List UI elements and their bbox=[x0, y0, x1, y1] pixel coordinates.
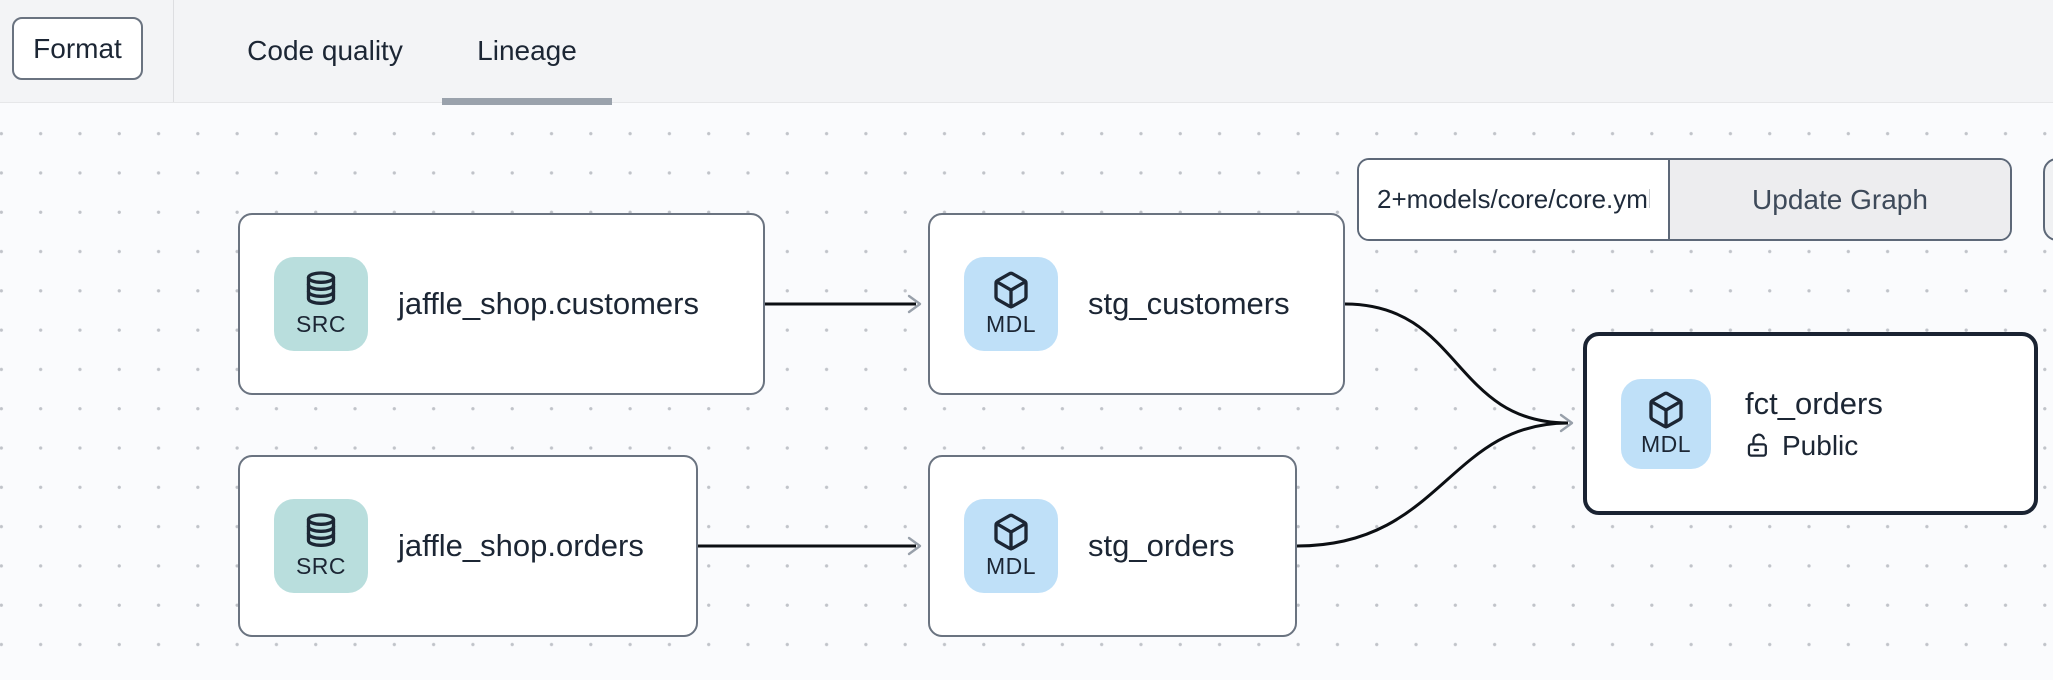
access-row: Public bbox=[1745, 430, 1883, 462]
database-icon bbox=[306, 271, 336, 306]
node-fct-orders[interactable]: MDL fct_orders Public bbox=[1583, 332, 2038, 515]
node-jaffle-shop-customers[interactable]: SRC jaffle_shop.customers bbox=[238, 213, 765, 395]
source-badge: SRC bbox=[274, 257, 368, 351]
source-badge: SRC bbox=[274, 499, 368, 593]
node-jaffle-shop-orders[interactable]: SRC jaffle_shop.orders bbox=[238, 455, 698, 637]
clipped-toolbar-button[interactable] bbox=[2043, 158, 2053, 241]
node-stg-customers[interactable]: MDL stg_customers bbox=[928, 213, 1345, 395]
active-tab-indicator bbox=[442, 98, 612, 105]
edge-stgcustomers-to-fct bbox=[1344, 302, 1569, 425]
model-badge: MDL bbox=[964, 257, 1058, 351]
edge-stgorders-to-fct bbox=[1296, 421, 1569, 548]
model-badge: MDL bbox=[1621, 378, 1711, 469]
node-title: fct_orders bbox=[1745, 385, 1883, 421]
arrowhead-icon bbox=[907, 536, 922, 556]
unlock-icon bbox=[1747, 433, 1767, 457]
node-title: jaffle_shop.customers bbox=[398, 286, 699, 321]
arrowhead-icon bbox=[907, 294, 922, 314]
update-graph-button[interactable]: Update Graph bbox=[1668, 160, 2010, 239]
node-stg-orders[interactable]: MDL stg_orders bbox=[928, 455, 1297, 637]
badge-label: MDL bbox=[985, 553, 1037, 580]
node-title: stg_customers bbox=[1088, 286, 1290, 321]
arrowhead-icon bbox=[1559, 413, 1574, 433]
node-text-column: fct_orders Public bbox=[1745, 386, 1883, 462]
lineage-selector-group: Update Graph bbox=[1357, 158, 2012, 241]
badge-label: MDL bbox=[1640, 430, 1692, 457]
format-button[interactable]: Format bbox=[12, 17, 143, 80]
node-title: jaffle_shop.orders bbox=[398, 528, 644, 563]
cube-icon bbox=[994, 272, 1028, 309]
badge-label: MDL bbox=[985, 311, 1037, 338]
lineage-edges bbox=[675, 294, 1574, 556]
selector-input[interactable] bbox=[1359, 160, 1668, 239]
cube-icon bbox=[1649, 391, 1683, 429]
database-icon bbox=[306, 513, 336, 548]
tab-lineage[interactable]: Lineage bbox=[477, 35, 577, 66]
toolbar-divider bbox=[173, 0, 174, 102]
top-toolbar: Format Code quality Lineage bbox=[0, 0, 2053, 105]
badge-label: SRC bbox=[295, 553, 347, 580]
access-label: Public bbox=[1782, 429, 1859, 461]
badge-label: SRC bbox=[295, 311, 347, 338]
cube-icon bbox=[994, 514, 1028, 551]
tab-code-quality[interactable]: Code quality bbox=[247, 35, 403, 66]
node-title: stg_orders bbox=[1088, 528, 1235, 563]
lineage-canvas[interactable]: SRC jaffle_shop.customers SRC jaffle_sho… bbox=[0, 102, 2053, 680]
model-badge: MDL bbox=[964, 499, 1058, 593]
